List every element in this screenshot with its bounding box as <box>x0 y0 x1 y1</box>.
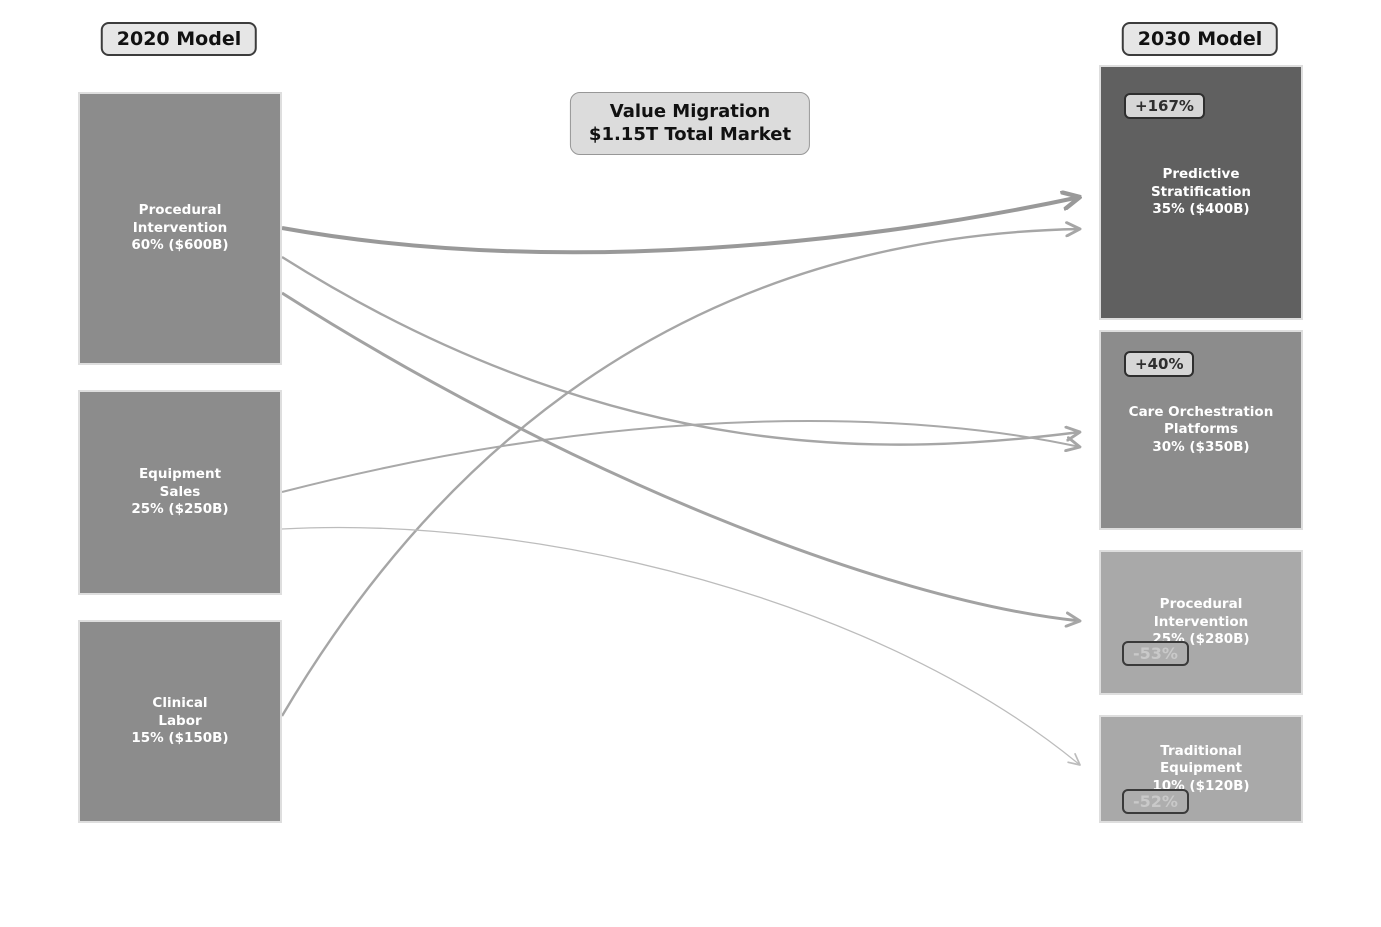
flow-equipment-to-traditional <box>281 526 1081 766</box>
node-line: Clinical <box>152 695 208 712</box>
node-line: Traditional <box>1160 742 1242 759</box>
node-line: 15% ($150B) <box>131 730 229 747</box>
node-line: Stratification <box>1150 183 1252 200</box>
node-line: Sales <box>159 483 201 500</box>
node-label: Equipment Sales 25% ($250B) <box>131 466 228 519</box>
decline-badge: -52% <box>1122 789 1189 814</box>
node-clinical-labor-2020: Clinical Labor 15% ($150B) <box>78 620 282 823</box>
flow-equipment-to-care-orchestration <box>281 420 1080 493</box>
node-line: 30% ($350B) <box>1152 438 1250 455</box>
node-label: Predictive Stratification 35% ($400B) <box>1151 166 1251 219</box>
flow-procedural-to-care-orchestration <box>281 255 1080 446</box>
node-predictive-stratification-2030: +167% Predictive Stratification 35% ($40… <box>1099 65 1303 320</box>
flow-procedural-to-procedural-2030 <box>281 291 1080 621</box>
flow-procedural-to-predictive <box>281 197 1080 255</box>
growth-badge: +167% <box>1124 93 1205 119</box>
growth-badge: +40% <box>1124 351 1195 377</box>
node-care-orchestration-2030: +40% Care Orchestration Platforms 30% ($… <box>1099 330 1303 530</box>
node-line: Labor <box>158 712 202 729</box>
node-line: Procedural <box>1159 596 1243 613</box>
flow-clinical-to-predictive <box>280 229 1080 717</box>
node-line: Predictive <box>1162 166 1240 183</box>
node-label: Care Orchestration Platforms 30% ($350B) <box>1129 404 1274 457</box>
node-line: 60% ($600B) <box>131 237 229 254</box>
center-annotation: Value Migration $1.15T Total Market <box>569 92 811 155</box>
node-label: Procedural Intervention 25% ($280B) <box>1152 596 1249 649</box>
node-line: Intervention <box>1153 613 1249 630</box>
center-annotation-line2: $1.15T Total Market <box>588 123 792 145</box>
right-column-title: 2030 Model <box>1121 22 1279 56</box>
node-line: Equipment <box>138 466 222 483</box>
node-procedural-intervention-2030: Procedural Intervention 25% ($280B) -53% <box>1099 550 1303 695</box>
node-label: Procedural Intervention 60% ($600B) <box>131 202 228 255</box>
node-procedural-intervention-2020: Procedural Intervention 60% ($600B) <box>78 92 282 365</box>
node-line: Care Orchestration <box>1128 403 1274 420</box>
node-line: 35% ($400B) <box>1152 201 1250 218</box>
node-equipment-sales-2020: Equipment Sales 25% ($250B) <box>78 390 282 595</box>
node-line: 25% ($250B) <box>131 501 229 518</box>
decline-badge: -53% <box>1122 641 1189 666</box>
node-line: Procedural <box>138 202 222 219</box>
node-line: 25% ($280B) <box>1152 631 1250 648</box>
node-label: Clinical Labor 15% ($150B) <box>131 695 228 748</box>
left-column-title: 2020 Model <box>100 22 258 56</box>
node-line: Equipment <box>1159 760 1243 777</box>
node-line: Intervention <box>132 219 228 236</box>
node-label: Traditional Equipment 10% ($120B) <box>1152 743 1249 796</box>
node-line: Platforms <box>1163 421 1238 438</box>
node-traditional-equipment-2030: Traditional Equipment 10% ($120B) -52% <box>1099 715 1303 823</box>
center-annotation-line1: Value Migration <box>609 101 771 122</box>
